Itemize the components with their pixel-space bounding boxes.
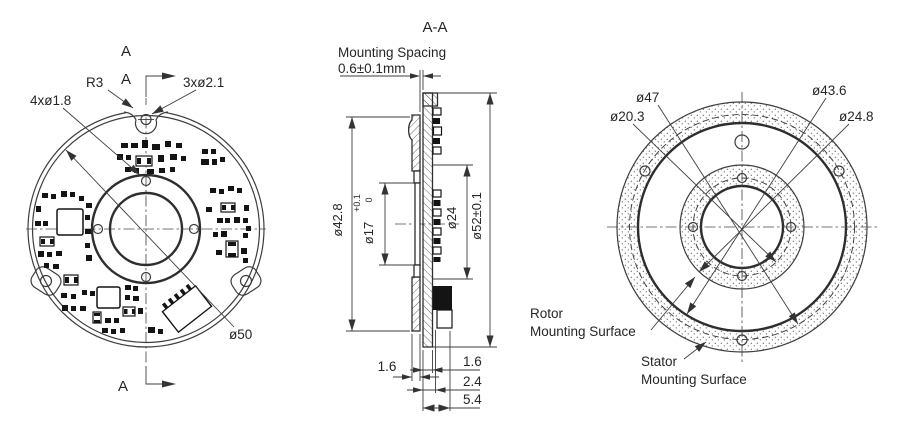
top-notch bbox=[123, 111, 169, 135]
dim-17-label: ø17 bbox=[361, 222, 376, 244]
rotor-spacer-bottom bbox=[413, 264, 421, 278]
dim-20-3-leader bbox=[632, 123, 777, 263]
pcb-components bbox=[35, 140, 251, 334]
right-view-rotor-face: ø47 ø20.3 ø43.6 ø24.8 Rotor Mounting Sur… bbox=[530, 83, 877, 387]
inner-edge-circle bbox=[31, 114, 261, 344]
section-connector-body bbox=[436, 309, 453, 329]
dim-board-thickness-label: 1.6 bbox=[463, 354, 482, 369]
dim-17-tol-upper: +0.1 bbox=[352, 194, 362, 212]
dim-43-6-leader bbox=[686, 97, 827, 315]
section-connector bbox=[433, 286, 452, 310]
dim-total-label: 5.4 bbox=[463, 392, 482, 407]
mounting-arrow-left bbox=[410, 73, 420, 79]
section-marker-a-top2-label: A bbox=[121, 71, 131, 88]
rotor-ring-outer bbox=[90, 173, 202, 285]
section-arrow-bottom bbox=[162, 380, 176, 388]
stator-hole-upper-left bbox=[639, 165, 651, 177]
holes-3x-label: 3xø2.1 bbox=[183, 75, 224, 90]
dim-24-8-label: ø24.8 bbox=[839, 109, 874, 124]
ring-hole-right bbox=[188, 223, 200, 235]
dim-47-label: ø47 bbox=[636, 90, 659, 105]
r3-label: R3 bbox=[86, 75, 103, 90]
section-marker-a-bottom-label: A bbox=[118, 378, 128, 395]
mounting-arrow-right bbox=[423, 73, 433, 79]
rotor-section-top bbox=[407, 114, 421, 172]
section-line-bottom bbox=[145, 366, 162, 385]
section-title: A-A bbox=[422, 19, 447, 36]
dim-42-8-label: ø42.8 bbox=[330, 203, 345, 236]
section-arrow-top bbox=[162, 72, 176, 80]
pcb-connector bbox=[161, 283, 213, 334]
r3-leader bbox=[107, 89, 134, 109]
stator-surface-label-1: Stator bbox=[641, 354, 678, 369]
rotor-spacer-top bbox=[413, 170, 421, 184]
stator-surface-label-2: Mounting Surface bbox=[641, 372, 747, 387]
dim-24-8-leader bbox=[698, 123, 850, 273]
dim-24-label: ø24 bbox=[444, 207, 459, 229]
ring-hole-top bbox=[140, 175, 152, 187]
rotor-ring-inner bbox=[108, 191, 184, 267]
dim-52-label: ø52±0.1 bbox=[469, 192, 484, 240]
mounting-ear-right bbox=[230, 266, 262, 296]
holes-4x-leader bbox=[62, 107, 141, 176]
dim-43-6-label: ø43.6 bbox=[812, 83, 847, 98]
section-view-a-a: A-A Mounting Spacing 0.6±0.1mm ø42 bbox=[330, 19, 497, 412]
ring-hole-bottom bbox=[140, 271, 152, 283]
mounting-spacing-label-1: Mounting Spacing bbox=[338, 45, 446, 60]
rotor-section-bottom bbox=[411, 276, 421, 332]
dim-board-parts-label: 2.4 bbox=[463, 374, 482, 389]
dim-47-leader bbox=[657, 104, 799, 325]
rotor-hub-wall bbox=[414, 182, 421, 266]
holes-4x-label: 4xø1.8 bbox=[30, 93, 71, 108]
stator-board-section bbox=[422, 92, 434, 348]
dim-17-tol-lower: 0 bbox=[364, 197, 374, 202]
rotor-surface-label-2: Mounting Surface bbox=[530, 324, 636, 339]
mounting-spacing-label-2: 0.6±0.1mm bbox=[338, 61, 405, 76]
notch-mask bbox=[126, 105, 166, 114]
mounting-ear-left bbox=[30, 266, 62, 296]
rotor-surface-label-1: Rotor bbox=[530, 306, 564, 321]
holes-3x-leader bbox=[151, 89, 197, 115]
stator-surface-leader bbox=[683, 341, 707, 360]
stator-hole-upper-right bbox=[833, 165, 845, 177]
section-marker-a-top-label: A bbox=[121, 43, 131, 60]
ring-hole-left bbox=[92, 223, 104, 235]
dim-20-3-label: ø20.3 bbox=[610, 109, 645, 124]
section-line-top bbox=[145, 75, 162, 97]
section-components bbox=[432, 107, 453, 329]
dia50-leader bbox=[65, 149, 235, 328]
dia50-label: ø50 bbox=[229, 327, 252, 342]
rotor-surface-leader bbox=[650, 276, 696, 331]
dim-rotor-thickness-label: 1.6 bbox=[378, 359, 397, 374]
left-view-pcb-disc: A A A R3 3xø2.1 4xø1.8 ø50 bbox=[26, 43, 266, 395]
